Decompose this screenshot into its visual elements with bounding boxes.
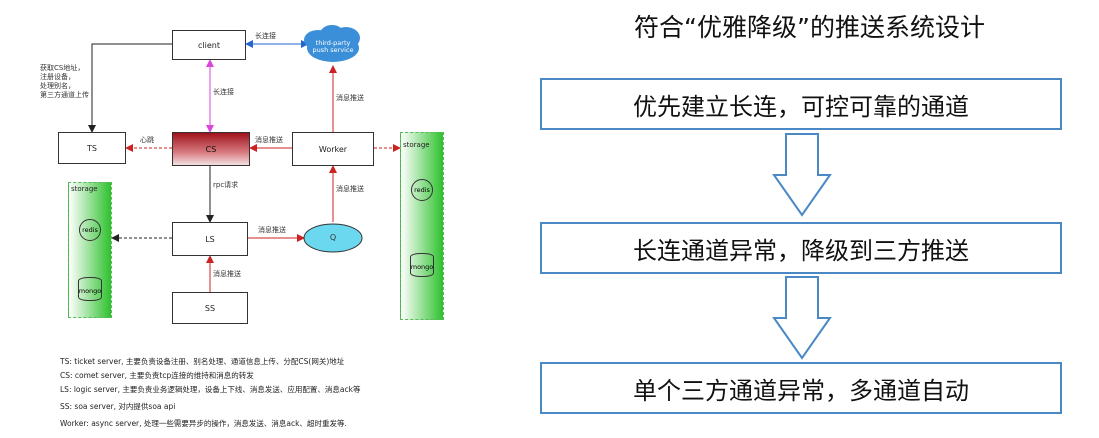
edge-client-ts bbox=[88, 43, 172, 133]
legend-line: Worker: async server, 处理一些需要异步的操作，消息发送、消… bbox=[60, 419, 347, 428]
slide-panel: 符合“优雅降级”的推送系统设计 优先建立长连，可控可靠的通道 长连通道异常，降级… bbox=[520, 0, 1099, 438]
label-ts-note: 获取CS地址， 注册设备， 处理别名， 第三方通道上传 bbox=[40, 64, 89, 99]
label-q-worker: 消息推送 bbox=[336, 185, 364, 193]
label-heartbeat: 心跳 bbox=[140, 136, 154, 144]
redis-right-node: redis bbox=[411, 179, 433, 201]
storage-right: storage redis mongo bbox=[400, 132, 444, 320]
label-worker-cs: 消息推送 bbox=[255, 136, 283, 144]
mongo-left-node: mongo bbox=[78, 277, 102, 301]
storage-left: storage redis mongo bbox=[68, 182, 112, 318]
legend-line: SS: soa server, 对内提供soa api bbox=[60, 402, 176, 411]
third-party-label: third-party push service bbox=[312, 39, 354, 54]
worker-node: Worker bbox=[292, 132, 374, 166]
storage-right-label: storage bbox=[403, 141, 430, 149]
step-box-1: 优先建立长连，可控可靠的通道 bbox=[540, 78, 1062, 130]
legend-line: TS: ticket server, 主要负责设备注册、别名处理、通道信息上传、… bbox=[60, 357, 345, 366]
label-client-third: 长连接 bbox=[255, 32, 276, 40]
slide-title: 符合“优雅降级”的推送系统设计 bbox=[634, 13, 985, 42]
label-ss-ls: 消息推送 bbox=[213, 270, 241, 278]
mongo-right-node: mongo bbox=[410, 253, 434, 277]
ts-node: TS bbox=[58, 132, 126, 164]
q-node: Q bbox=[329, 233, 337, 242]
legend-line: CS: comet server, 主要负责tcp连接的维持和消息的转发 bbox=[60, 371, 254, 380]
step-box-3: 单个三方通道异常，多通道自动 bbox=[540, 362, 1062, 414]
down-arrow-icon bbox=[772, 276, 832, 360]
legend-line: LS: logic server, 主要负责业务逻辑处理，设备上下线、消息发送、… bbox=[60, 385, 361, 394]
q-node-shape bbox=[303, 223, 363, 253]
ss-node: SS bbox=[172, 292, 248, 324]
ls-node: LS bbox=[172, 222, 248, 256]
redis-left-node: redis bbox=[79, 219, 101, 241]
step-box-2: 长连通道异常，降级到三方推送 bbox=[540, 222, 1062, 274]
client-node: client bbox=[172, 30, 246, 60]
label-cs-ls: rpc请求 bbox=[213, 181, 239, 189]
label-worker-third: 消息推送 bbox=[336, 94, 364, 102]
storage-left-label: storage bbox=[71, 185, 98, 193]
cs-node: CS bbox=[172, 132, 250, 166]
third-party-cloud bbox=[304, 25, 360, 62]
diagram-connectors bbox=[88, 25, 401, 292]
down-arrow-icon bbox=[772, 133, 832, 217]
label-ls-q: 消息推送 bbox=[258, 226, 286, 234]
label-client-cs: 长连接 bbox=[213, 88, 234, 96]
architecture-diagram: storage redis mongo storage redis mongo … bbox=[0, 0, 520, 438]
